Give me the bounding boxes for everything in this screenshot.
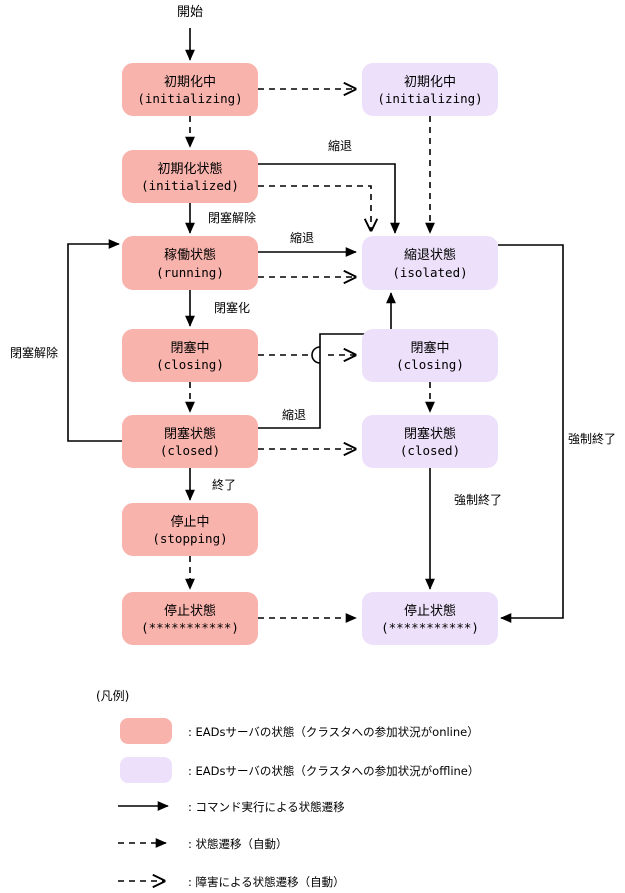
states-online-layer: 初期化中 (initializing) 初期化状態 (initialized) …: [122, 63, 258, 645]
state-label-jp: 停止中: [170, 514, 209, 530]
state-label-jp: 初期化状態: [157, 161, 222, 177]
edge-label-degenerate-running: 縮退: [290, 230, 314, 245]
legend: (凡例) : EADsサーバの状態（クラスタへの参加状況がonline） : E…: [96, 689, 479, 889]
state-box-shape: [122, 503, 258, 556]
state-box-shape: [362, 592, 498, 645]
state-isolated-offline[interactable]: 縮退状態 (isolated): [362, 236, 498, 290]
state-label-en: (initializing): [377, 91, 482, 106]
legend-title: (凡例): [96, 689, 129, 703]
state-label-en: (closing): [156, 357, 224, 372]
edge-label-unblock-to-running: 閉塞解除: [208, 210, 256, 225]
state-label-jp: 閉塞中: [170, 340, 209, 356]
state-label-en: (initializing): [137, 91, 242, 106]
start-label: 開始: [177, 5, 203, 20]
state-box-shape: [122, 415, 258, 468]
state-label-en: (isolated): [392, 265, 467, 280]
state-box-shape: [122, 63, 258, 116]
state-label-jp: 縮退状態: [404, 247, 456, 263]
state-initializing-offline[interactable]: 初期化中 (initializing): [362, 63, 498, 116]
edge-initialized-to-isolated-degenerate: [258, 163, 400, 234]
state-running-online[interactable]: 稼働状態 (running): [122, 236, 258, 290]
state-box-shape: [122, 150, 258, 203]
state-label-jp: 閉塞状態: [164, 426, 216, 442]
state-box-shape: [122, 592, 258, 645]
edge-initialized-to-isolated-failure: [258, 185, 371, 231]
state-label-en: (closed): [160, 443, 220, 458]
state-label-en: (***********): [381, 620, 479, 635]
state-label-en: (initialized): [141, 178, 239, 193]
state-label-jp: 停止状態: [164, 603, 216, 619]
legend-label-online: : EADsサーバの状態（クラスタへの参加状況がonline）: [188, 725, 479, 739]
edge-label-degenerate-initialized: 縮退: [328, 138, 352, 153]
edge-isolated-to-stopped-force: [498, 244, 564, 623]
state-stopped-online[interactable]: 停止状態 (***********): [122, 592, 258, 645]
state-label-en: (***********): [141, 620, 239, 635]
state-box-shape: [122, 236, 258, 290]
state-closed-online[interactable]: 閉塞状態 (closed): [122, 415, 258, 468]
state-label-en: (closed): [400, 443, 460, 458]
state-box-shape: [362, 415, 498, 468]
state-label-jp: 初期化中: [404, 75, 456, 90]
state-label-jp: 稼働状態: [164, 247, 216, 263]
states-offline-layer: 初期化中 (initializing) 縮退状態 (isolated) 閉塞中 …: [362, 63, 498, 645]
state-closing-online[interactable]: 閉塞中 (closing): [122, 329, 258, 382]
edges-layer: initializing-offline --> initialized-onl…: [67, 28, 564, 623]
state-box-shape: [122, 329, 258, 382]
legend-swatch-offline: [120, 757, 172, 783]
state-box-shape: [362, 236, 498, 290]
legend-swatch-online: [120, 718, 172, 744]
state-closing-offline[interactable]: 閉塞中 (closing): [362, 329, 498, 382]
state-label-jp: 初期化中: [164, 75, 216, 90]
state-label-jp: 閉塞状態: [404, 426, 456, 442]
state-stopped-offline[interactable]: 停止状態 (***********): [362, 592, 498, 645]
state-label-jp: 閉塞中: [410, 340, 449, 356]
edge-closed-to-isolated-degenerate: [258, 292, 396, 429]
edge-label-terminate: 終了: [212, 477, 236, 492]
edge-label-force-terminate-right: 強制終了: [568, 431, 616, 446]
edge-label-block-to-closing: 閉塞化: [214, 300, 250, 315]
state-label-en: (stopping): [152, 531, 227, 546]
legend-label-command-transition: : コマンド実行による状態遷移: [188, 800, 345, 814]
state-box-shape: [362, 329, 498, 382]
edge-label-unblock-loop: 閉塞解除: [10, 345, 58, 360]
legend-label-offline: : EADsサーバの状態（クラスタへの参加状況がoffline）: [188, 764, 479, 778]
state-initializing-online[interactable]: 初期化中 (initializing): [122, 63, 258, 116]
state-label-en: (closing): [396, 357, 464, 372]
edge-labels-layer: 開始 縮退 閉塞解除 縮退 閉塞化 縮退 閉塞解除 終了 強制終了 強制終了: [10, 5, 616, 507]
state-box-shape: [362, 63, 498, 116]
state-stopping-online[interactable]: 停止中 (stopping): [122, 503, 258, 556]
state-initialized-online[interactable]: 初期化状態 (initialized): [122, 150, 258, 203]
legend-label-failure-transition: : 障害による状態遷移（自動）: [188, 875, 345, 889]
state-closed-offline[interactable]: 閉塞状態 (closed): [362, 415, 498, 468]
line-hop-arc: [311, 346, 321, 364]
state-label-jp: 停止状態: [404, 603, 456, 619]
edge-label-degenerate-closed: 縮退: [282, 407, 306, 422]
state-label-en: (running): [156, 265, 224, 280]
legend-label-auto-transition: : 状態遷移（自動）: [188, 837, 288, 851]
edge-closed-to-running-unblock: [67, 239, 122, 442]
edge-label-force-terminate-center: 強制終了: [454, 492, 502, 507]
